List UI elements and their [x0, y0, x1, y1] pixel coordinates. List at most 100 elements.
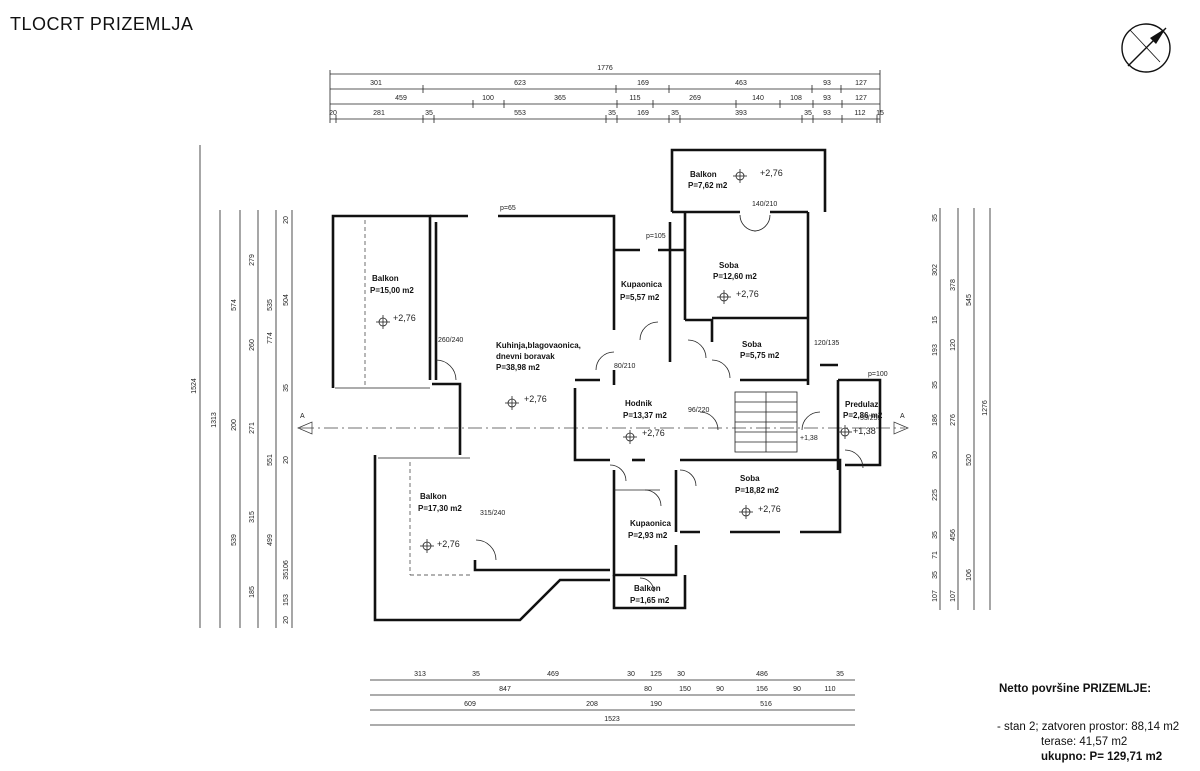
level-markers [376, 169, 852, 553]
room-soba-1-name: Soba [719, 261, 739, 270]
dimension-lines-bottom: 313 35 469 30 125 30 486 35 847 80 150 9… [370, 671, 855, 726]
room-balkon-top-area: P=7,62 m2 [688, 181, 728, 190]
opening-label: 140/210 [752, 201, 777, 208]
room-kuhinja-name2: dnevni boravak [496, 352, 555, 361]
room-hodnik-name: Hodnik [625, 399, 653, 408]
dim-left-c4: 185 [249, 586, 256, 598]
dim-bottom-r2: 90 [716, 686, 724, 693]
dim-top-r2: 623 [514, 80, 526, 87]
room-soba-1-area: P=12,60 m2 [713, 272, 757, 281]
dim-top-r3: 459 [395, 95, 407, 102]
dim-left-c2: 1313 [211, 412, 218, 428]
dim-right-total: 1276 [982, 400, 989, 416]
opening-label: 120/135 [814, 340, 839, 347]
dim-top-r4: 112 [854, 110, 865, 117]
dim-left-c6: 35106 [283, 560, 290, 580]
dim-bottom-r3: 190 [650, 701, 662, 708]
room-predulaz-area: P=2,86 m2 [843, 411, 883, 420]
room-kuhinja-area: P=38,98 m2 [496, 363, 540, 372]
room-kupaonica-1-name: Kupaonica [621, 280, 662, 289]
dim-bottom-r1: 35 [472, 671, 480, 678]
dim-right-c3: 276 [950, 414, 957, 426]
dim-right-c4: 302 [932, 264, 939, 276]
dim-right-c4: 193 [932, 344, 939, 356]
room-predulaz-level: +1,38 [853, 426, 876, 436]
room-kupaonica-2-name: Kupaonica [630, 519, 671, 528]
room-kupaonica-2-area: P=2,93 m2 [628, 531, 668, 540]
dim-right-c3: 120 [950, 339, 957, 351]
opening-label: 96/220 [688, 407, 710, 414]
dim-right-c2: 106 [966, 569, 973, 581]
dimension-lines-top: 1776 301 623 169 463 93 127 459 100 365 … [329, 65, 884, 123]
room-balkon-top-level: +2,76 [760, 168, 783, 178]
room-balkon-top-name: Balkon [690, 170, 717, 179]
opening-label: p=100 [868, 371, 888, 378]
dim-bottom-r2: 110 [824, 686, 835, 693]
room-balkon-small-name: Balkon [634, 584, 661, 593]
room-balkon-left-name: Balkon [372, 274, 399, 283]
dim-top-r4: 35 [425, 110, 433, 117]
dim-left-c6: 504 [283, 294, 290, 306]
svg-text:A: A [900, 413, 905, 420]
room-kuhinja-name: Kuhinja,blagovaonica, [496, 341, 581, 350]
dim-bottom-r1: 486 [756, 671, 768, 678]
room-balkon-left-level: +2,76 [393, 313, 416, 323]
dim-bottom-r1: 313 [414, 671, 426, 678]
dim-top-r2: 301 [370, 80, 382, 87]
room-hodnik-level: +2,76 [642, 428, 665, 438]
dim-top-r3: 100 [482, 95, 494, 102]
dim-top-r3: 93 [823, 95, 831, 102]
room-kupaonica-1-area: P=5,57 m2 [620, 293, 660, 302]
dim-bottom-r1: 469 [547, 671, 559, 678]
dim-left-c6: 153 [283, 594, 290, 606]
dim-top-r4: 20 [329, 110, 337, 117]
room-balkon-bottom-name: Balkon [420, 492, 447, 501]
room-soba-2-name: Soba [742, 340, 762, 349]
dim-top-r3: 140 [752, 95, 764, 102]
room-hodnik-area: P=13,37 m2 [623, 411, 667, 420]
dim-bottom-r2: 847 [499, 686, 511, 693]
dim-top-r3: 108 [790, 95, 802, 102]
dim-left-c3: 539 [231, 534, 238, 546]
dim-left-c6: 20 [283, 616, 290, 624]
room-soba-3-level: +2,76 [758, 504, 781, 514]
opening-label: 55/255 [860, 415, 882, 422]
dim-top-r4: 393 [735, 110, 747, 117]
dim-top-r2: 127 [855, 80, 867, 87]
dim-right-c4: 71 [932, 551, 939, 559]
dim-right-c4: 35 [932, 214, 939, 222]
room-predulaz-name: Predulaz [845, 400, 878, 409]
area-summary: Netto površine PRIZEMLJE: - stan 2; zatv… [997, 683, 1197, 763]
summary-heading: Netto površine PRIZEMLJE: [999, 683, 1152, 695]
room-balkon-bottom-level: +2,76 [437, 539, 460, 549]
dim-top-r4: 35 [671, 110, 679, 117]
floor-plan-walls [331, 148, 882, 622]
dim-right-c4: 35 [932, 381, 939, 389]
dim-top-r2: 463 [735, 80, 747, 87]
dim-left-c4: 271 [249, 422, 256, 434]
dim-right-c4: 225 [932, 489, 939, 501]
dim-bottom-r2: 80 [644, 686, 652, 693]
dim-top-r2: 93 [823, 80, 831, 87]
door-swings [435, 214, 864, 593]
dim-bottom-r4: 1523 [604, 716, 620, 723]
stairs [734, 391, 798, 453]
section-axis: A A [297, 413, 909, 435]
room-soba-1-level: +2,76 [736, 289, 759, 299]
dim-left-c5: 499 [267, 534, 274, 546]
dim-top-r4: 169 [637, 110, 649, 117]
dim-right-c3: 456 [950, 529, 957, 541]
dim-right-c2: 545 [966, 294, 973, 306]
room-kuhinja-level: +2,76 [524, 394, 547, 404]
dim-top-r4: 15 [876, 110, 884, 117]
dim-top-r4: 281 [373, 110, 385, 117]
dim-left-c5: 551 [267, 454, 274, 466]
dim-bottom-r3: 516 [760, 701, 772, 708]
dim-top-r2: 169 [637, 80, 649, 87]
dim-top-total: 1776 [597, 65, 613, 72]
plan-title: TLOCRT PRIZEMLJA [10, 14, 194, 34]
dim-left-c6: 35 [283, 384, 290, 392]
dim-top-r4: 93 [823, 110, 831, 117]
dim-top-r4: 35 [608, 110, 616, 117]
dim-right-c4: 107 [932, 590, 939, 602]
